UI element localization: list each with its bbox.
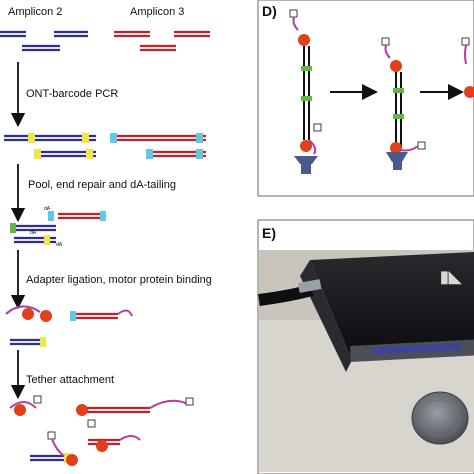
amplicon-2-label: Amplicon 2 bbox=[8, 6, 62, 18]
step-1-label: ONT-barcode PCR bbox=[26, 88, 118, 100]
step-4-label: Tether attachment bbox=[26, 374, 114, 386]
step-2-label: Pool, end repair and dA-tailing bbox=[28, 179, 176, 191]
panel-d-frame bbox=[257, 0, 474, 197]
adapter-ligated-molecules bbox=[5, 305, 133, 347]
coin-for-scale bbox=[411, 391, 469, 445]
amplicon-3-label: Amplicon 3 bbox=[130, 6, 184, 18]
panel-e-frame bbox=[257, 219, 474, 474]
panel-e: ▮◣ E) bbox=[257, 219, 474, 474]
translocation-stage-1 bbox=[289, 9, 322, 174]
device-logo-glyph: ▮◣ bbox=[440, 269, 463, 286]
translocation-stage-2 bbox=[381, 37, 426, 170]
step-3-label: Adapter ligation, motor protein binding bbox=[26, 274, 212, 286]
amplicon-2-fragments bbox=[0, 30, 88, 52]
da-tailed-pool: dA dA dA bbox=[10, 206, 106, 248]
panel-d: D) bbox=[257, 0, 474, 197]
da-label-2: dA bbox=[30, 230, 37, 236]
barcoded-amplicons bbox=[4, 133, 206, 159]
da-label-3: dA bbox=[56, 242, 63, 248]
da-label-1: dA bbox=[44, 206, 51, 212]
usb-cable bbox=[258, 279, 322, 306]
tethered-molecules bbox=[9, 395, 194, 466]
amplicon-3-fragments bbox=[114, 30, 210, 52]
panel-d-label: D) bbox=[262, 3, 277, 19]
translocation-stage-3 bbox=[461, 37, 474, 98]
amplicon-workflow-panel: Amplicon 2 Amplicon 3 ONT-barcode PCR bbox=[0, 6, 212, 466]
panel-e-label: E) bbox=[262, 225, 276, 241]
